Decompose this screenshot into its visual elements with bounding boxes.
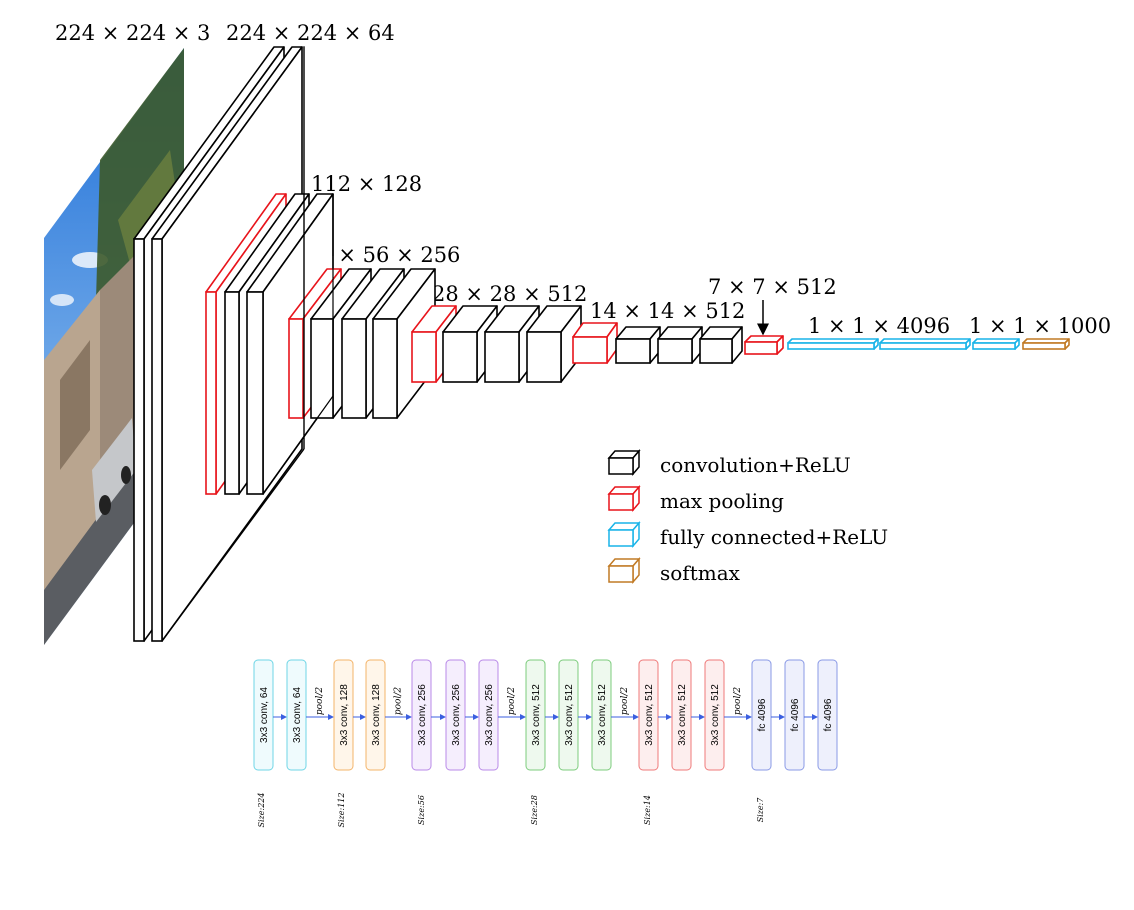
compact-layer-label: 3x3 conv, 128 xyxy=(339,684,350,746)
pool-label: pool/2 xyxy=(507,687,517,716)
compact-layer-label: 3x3 conv, 512 xyxy=(677,684,688,746)
compact-layer-block: 3x3 conv, 512 xyxy=(591,659,612,771)
compact-layer-block: 3x3 conv, 64 xyxy=(286,659,307,771)
compact-layer-label: 3x3 conv, 512 xyxy=(597,684,608,746)
compact-layer-label: 3x3 conv, 512 xyxy=(710,684,721,746)
legend-item-conv: convolution+ReLU xyxy=(607,448,851,477)
size-label: Size:112 xyxy=(337,793,346,828)
legend-label: fully connected+ReLU xyxy=(660,525,888,549)
compact-layer-block: 3x3 conv, 512 xyxy=(638,659,659,771)
pool5-block xyxy=(744,335,784,355)
dim-label-conv1: 224 × 224 × 64 xyxy=(226,21,395,45)
legend-label: convolution+ReLU xyxy=(660,453,851,477)
projection-line xyxy=(161,448,305,642)
compact-layer-block: fc 4096 xyxy=(784,659,805,771)
dim-label-pool5: 7 × 7 × 512 xyxy=(708,275,837,299)
compact-vgg-diagram: 3x3 conv, 64 3x3 conv, 64 pool/2 3x3 conv, … xyxy=(253,659,838,828)
dim-label-conv5: 14 × 14 × 512 xyxy=(590,299,745,323)
conv5-block xyxy=(615,326,661,364)
conv5-block xyxy=(657,326,703,364)
compact-layer-block: 3x3 conv, 256 xyxy=(445,659,466,771)
compact-layer-label: 3x3 conv, 256 xyxy=(451,684,462,746)
compact-layer-block: 3x3 conv, 256 xyxy=(411,659,432,771)
pool-label: pool/2 xyxy=(394,687,404,716)
compact-layer-block: fc 4096 xyxy=(817,659,838,771)
compact-layer-block: 3x3 conv, 256 xyxy=(478,659,499,771)
compact-layer-block: 3x3 conv, 512 xyxy=(671,659,692,771)
compact-layer-label: fc 4096 xyxy=(757,698,768,731)
legend-item-softmax: softmax xyxy=(607,556,741,585)
legend-label: softmax xyxy=(660,561,741,585)
dim-label-softmax: 1 × 1 × 1000 xyxy=(969,314,1111,338)
dim-label-input: 224 × 224 × 3 xyxy=(55,21,210,45)
compact-layer-label: fc 4096 xyxy=(790,698,801,731)
compact-layer-block: 3x3 conv, 128 xyxy=(365,659,386,771)
softmax-block xyxy=(1022,338,1070,350)
compact-layer-label: 3x3 conv, 64 xyxy=(292,687,303,743)
conv4-block xyxy=(526,305,582,383)
size-label: Size:56 xyxy=(417,795,426,825)
conv3-block xyxy=(372,268,436,419)
pool-label: pool/2 xyxy=(620,687,630,716)
fc-block xyxy=(879,338,971,350)
fc-block xyxy=(787,338,879,350)
pool-label: pool/2 xyxy=(733,687,743,716)
compact-layer-label: 3x3 conv, 512 xyxy=(644,684,655,746)
size-label: Size:14 xyxy=(643,795,652,825)
compact-layer-label: 3x3 conv, 256 xyxy=(417,684,428,746)
dim-label-fc: 1 × 1 × 4096 xyxy=(808,314,950,338)
compact-layer-label: 3x3 conv, 256 xyxy=(484,684,495,746)
fc-block xyxy=(972,338,1020,350)
pool3-block xyxy=(411,305,457,383)
layer-blocks xyxy=(133,46,1070,642)
size-label: Size:28 xyxy=(530,795,539,825)
compact-layer-label: fc 4096 xyxy=(823,698,834,731)
conv5-block xyxy=(699,326,743,364)
compact-layer-label: 3x3 conv, 64 xyxy=(259,687,270,743)
pool-label: pool/2 xyxy=(315,687,325,716)
compact-layer-label: 3x3 conv, 512 xyxy=(564,684,575,746)
compact-layer-block: 3x3 conv, 64 xyxy=(253,659,274,771)
legend-label: max pooling xyxy=(660,489,784,513)
pool4-block xyxy=(572,322,618,364)
compact-layer-block: 3x3 conv, 128 xyxy=(333,659,354,771)
compact-layer-label: 3x3 conv, 128 xyxy=(371,684,382,746)
dim-label-conv4: 28 × 28 × 512 xyxy=(432,282,587,306)
compact-layer-label: 3x3 conv, 512 xyxy=(531,684,542,746)
legend-item-fc: fully connected+ReLU xyxy=(607,520,888,549)
size-label: Size:224 xyxy=(257,793,266,828)
projection-line xyxy=(262,395,334,495)
compact-layer-block: 3x3 conv, 512 xyxy=(525,659,546,771)
compact-layer-block: 3x3 conv, 512 xyxy=(704,659,725,771)
legend-item-pool: max pooling xyxy=(607,484,784,513)
legend: convolution+ReLU max pooling fully connect… xyxy=(607,448,888,585)
compact-layer-block: 3x3 conv, 512 xyxy=(558,659,579,771)
compact-layer-block: fc 4096 xyxy=(751,659,772,771)
size-label: Size:7 xyxy=(756,797,765,823)
